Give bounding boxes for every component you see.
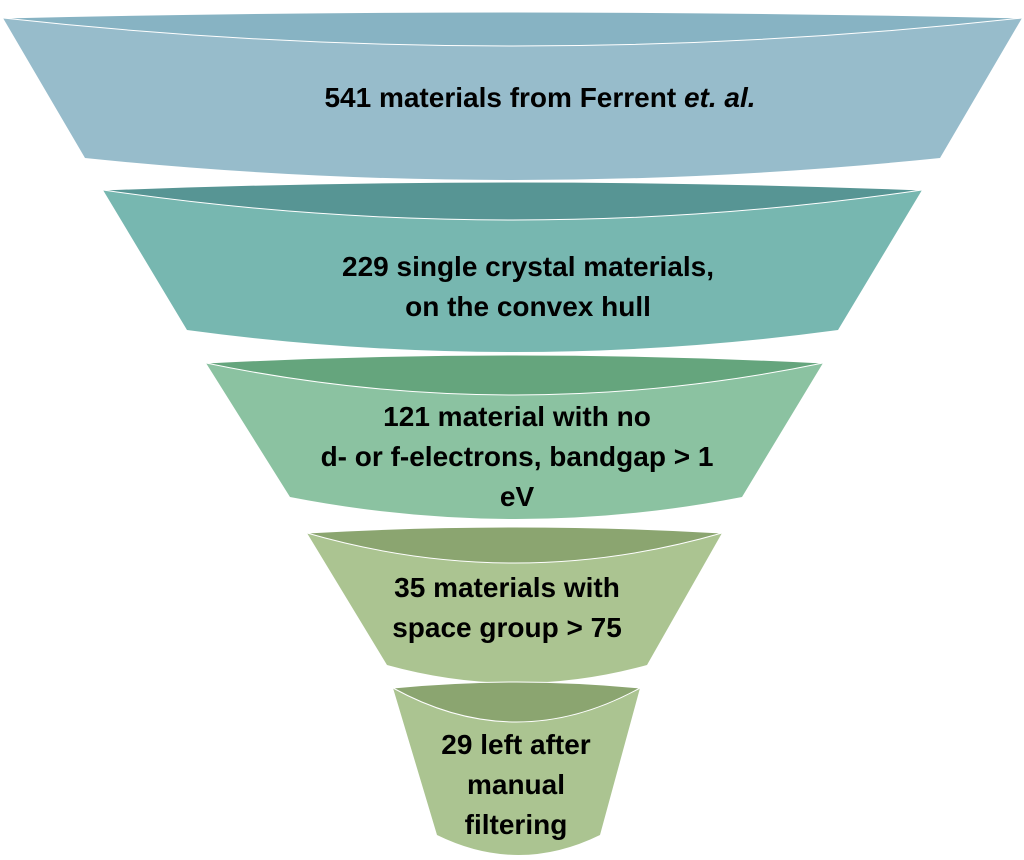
stage-4-body [307, 533, 722, 683]
stage-3-line-3: eV [499, 481, 535, 512]
stage-5-label: 29 left after manual filtering [441, 725, 590, 845]
stage-5-body [393, 688, 640, 855]
stage-1-italic-text: et. al. [683, 82, 756, 113]
stage-5-line-2: manual [466, 769, 566, 800]
stage-5-rim [391, 681, 642, 723]
stage-5-line-3: filtering [464, 809, 568, 840]
stage-3-rim [205, 354, 824, 396]
stage-4-line-1: 35 materials with [394, 572, 620, 603]
stage-4-line-2: space group > 75 [392, 612, 622, 643]
stage-2-line-2: on the convex hull [405, 291, 651, 322]
stage-5-line-1: 29 left after [441, 729, 591, 760]
stage-2-label: 229 single crystal materials, on the con… [342, 247, 714, 327]
stage-4-label: 35 materials with space group > 75 [392, 568, 622, 648]
stage-3-label: 121 material with no d- or f-electrons, … [321, 397, 714, 517]
stage-1-text: 541 materials from Ferrent [324, 82, 684, 113]
stage-3-body [206, 363, 823, 519]
stage-2-line-1: 229 single crystal materials, [342, 251, 714, 282]
stage-1-body [3, 18, 1022, 180]
stage-3-line-2: d- or f-electrons, bandgap > 1 [320, 441, 714, 472]
stage-1-rim [2, 11, 1023, 47]
stage-3-line-1: 121 material with no [383, 401, 651, 432]
stage-1-label: 541 materials from Ferrent et. al. [324, 78, 755, 118]
stage-2-rim [102, 181, 923, 221]
stage-4-rim [306, 526, 723, 564]
stage-2-body [103, 190, 922, 352]
